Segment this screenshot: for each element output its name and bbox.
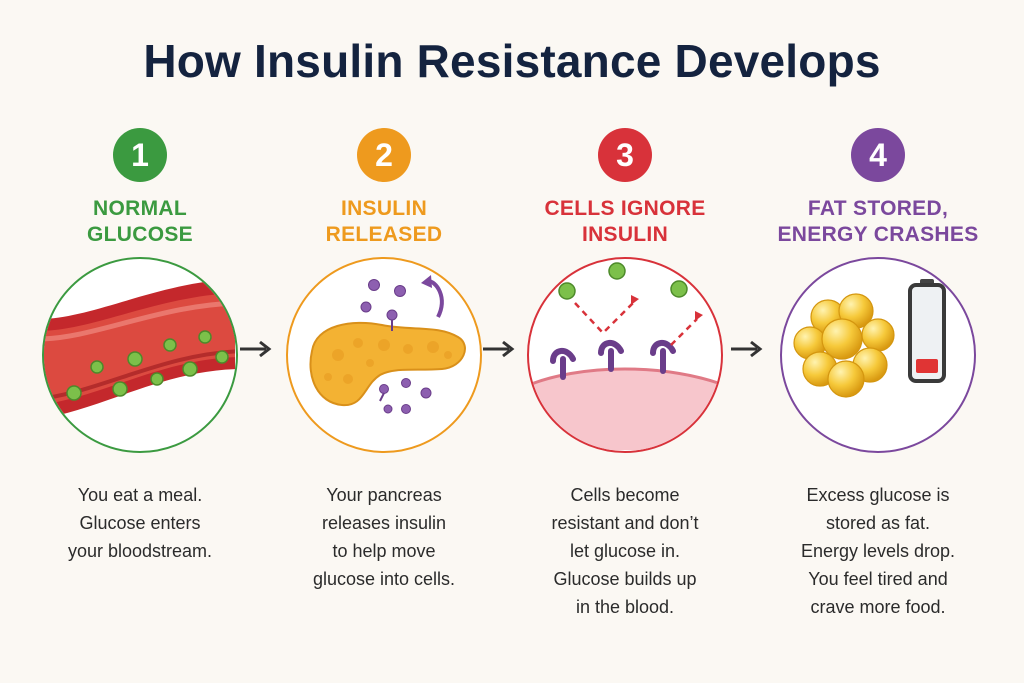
low-battery-icon: [908, 279, 946, 383]
step-3-heading-line: INSULIN: [581, 223, 669, 246]
step-2-illustration: [286, 257, 482, 453]
step-4-description: Excess glucose is stored as fat. Energy …: [753, 481, 1003, 621]
fat-and-battery-icon: [793, 279, 946, 398]
step-1-illustration: [42, 257, 238, 453]
step-2-description: Your pancreas releases insulin to help m…: [259, 481, 509, 593]
step-3-description-line: in the blood.: [575, 597, 675, 617]
step-3-heading: CELLS IGNORE INSULIN: [500, 196, 750, 252]
blood-vessel-icon: [44, 279, 235, 419]
step-1-heading: NORMAL GLUCOSE: [15, 196, 265, 252]
cell-receptor-icon: [529, 262, 720, 450]
fat-cells-icon: [793, 293, 895, 398]
step-4-description-line: stored as fat.: [825, 513, 931, 533]
step-4-heading-line: FAT STORED,: [807, 197, 949, 220]
step-1: 1 NORMAL GLUCOSE You eat a meal. Glu: [15, 128, 265, 565]
step-1-description-line: your bloodstream.: [67, 541, 213, 561]
step-4-description-line: crave more food.: [810, 597, 946, 617]
step-1-description: You eat a meal. Glucose enters your bloo…: [15, 481, 265, 565]
step-1-number-badge: 1: [113, 128, 167, 182]
step-2-heading: INSULIN RELEASED: [259, 196, 509, 252]
step-3-description-line: Cells become: [570, 485, 680, 505]
step-2: 2 INSULIN RELEASED: [259, 128, 509, 593]
step-2-description-line: glucose into cells.: [312, 569, 456, 589]
arrow-right-icon: [483, 340, 515, 358]
step-3: 3 CELLS IGNORE INSULIN: [500, 128, 750, 621]
step-3-description: Cells become resistant and don’t let glu…: [500, 481, 750, 621]
step-2-heading-line: INSULIN: [340, 197, 428, 220]
step-2-description-line: Your pancreas: [326, 485, 442, 505]
arrow-right-icon: [731, 340, 763, 358]
arrow-right-icon: [240, 340, 272, 358]
step-4-illustration: [780, 257, 976, 453]
step-4-description-line: Excess glucose is: [806, 485, 950, 505]
step-3-number-badge: 3: [598, 128, 652, 182]
step-2-number-badge: 2: [357, 128, 411, 182]
step-1-heading-line: NORMAL: [93, 197, 187, 220]
step-4-description-line: Energy levels drop.: [800, 541, 956, 561]
step-3-description-line: resistant and don’t: [551, 513, 699, 533]
step-3-illustration: [527, 257, 723, 453]
step-1-description-line: You eat a meal.: [77, 485, 203, 505]
step-4: 4 FAT STORED, ENERGY CRASHES: [753, 128, 1003, 621]
pancreas-icon: [309, 275, 466, 414]
step-2-description-line: to help move: [332, 541, 436, 561]
step-2-heading-line: RELEASED: [325, 223, 443, 246]
step-3-description-line: let glucose in.: [569, 541, 681, 561]
step-3-heading-line: CELLS IGNORE: [544, 197, 706, 220]
step-1-description-line: Glucose enters: [79, 513, 201, 533]
step-2-description-line: releases insulin: [321, 513, 447, 533]
step-3-description-line: Glucose builds up: [553, 569, 697, 589]
step-4-heading-line: ENERGY CRASHES: [777, 223, 979, 246]
step-1-heading-line: GLUCOSE: [87, 223, 193, 246]
step-4-number-badge: 4: [851, 128, 905, 182]
step-4-heading: FAT STORED, ENERGY CRASHES: [753, 196, 1003, 252]
step-4-description-line: You feel tired and: [808, 569, 948, 589]
page-title: How Insulin Resistance Develops: [143, 35, 881, 87]
